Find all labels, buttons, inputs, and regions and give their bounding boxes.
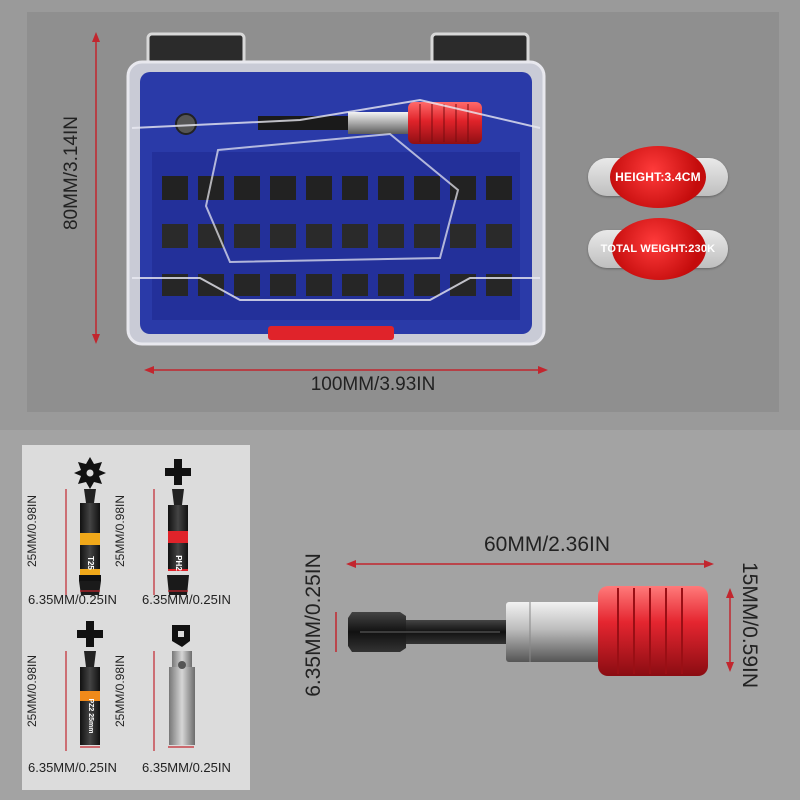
bit-row-1 xyxy=(162,176,512,200)
height-badge-label: HEIGHT:3.4CM xyxy=(615,170,701,184)
phillips-cross-icon xyxy=(165,459,191,485)
case-width-label: 100MM/3.93IN xyxy=(310,374,436,395)
holder-illustration xyxy=(335,560,734,676)
bits-panel xyxy=(22,445,250,790)
bit-3-shank-label: 6.35MM/0.25IN xyxy=(28,760,117,775)
holder-length-label: 60MM/2.36IN xyxy=(483,533,611,556)
pozi-cross-icon xyxy=(77,621,103,647)
bit-2-shank-label: 6.35MM/0.25IN xyxy=(142,592,231,607)
bit-4-shank-label: 6.35MM/0.25IN xyxy=(142,760,231,775)
bit-1-shank-label: 6.35MM/0.25IN xyxy=(28,592,117,607)
bit-case-illustration xyxy=(92,32,548,374)
holder-shank-label: 6.35MM/0.25IN xyxy=(302,553,325,697)
bit-2-length-label: 25MM/0.98IN xyxy=(113,494,127,568)
bit-1-tip-label: T25 xyxy=(86,556,95,570)
bit-row-3 xyxy=(162,274,512,296)
bit-3-length-label: 25MM/0.98IN xyxy=(25,654,39,728)
bit-4-length-label: 25MM/0.98IN xyxy=(113,654,127,728)
holder-diameter-label: 15MM/0.59IN xyxy=(738,561,761,689)
square-drive-icon xyxy=(172,625,190,647)
latch xyxy=(268,326,394,340)
weight-badge-label: TOTAL WEIGHT:230K xyxy=(600,243,716,255)
torx-star-icon xyxy=(74,457,106,489)
bit-1-length-label: 25MM/0.98IN xyxy=(25,494,39,568)
case-height-label: 80MM/3.14IN xyxy=(61,115,82,231)
case-holder xyxy=(258,102,482,144)
bit-2-tip-label: PH2 xyxy=(174,555,183,571)
hinge-right xyxy=(430,32,530,66)
bits-illustration xyxy=(65,457,195,751)
hinge-left xyxy=(146,32,246,66)
bit-row-2 xyxy=(162,224,512,248)
bit-3-tip-label: PZ2 25mm xyxy=(87,698,94,734)
